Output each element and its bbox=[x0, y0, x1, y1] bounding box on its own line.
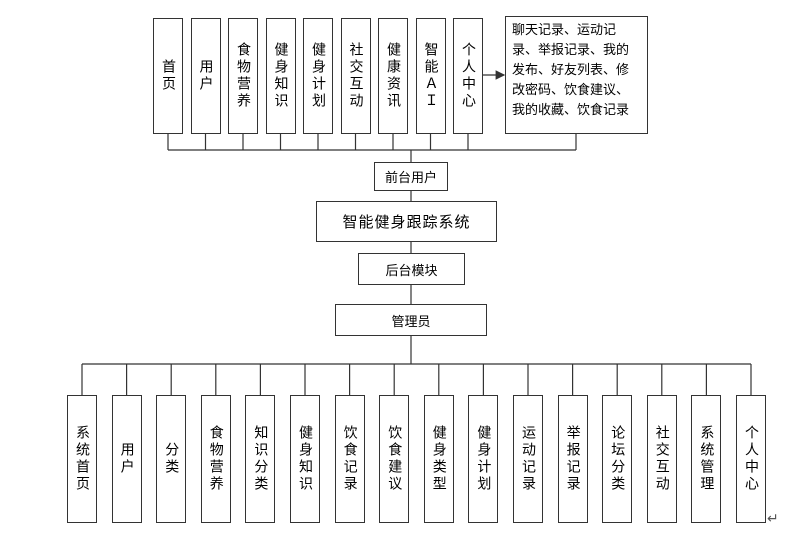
frontend-module-box: 健身计划 bbox=[303, 18, 333, 134]
admin-module-label: 举报记录 bbox=[564, 425, 581, 493]
admin-module-box: 饮食记录 bbox=[334, 395, 365, 523]
admin-module-box: 饮食建议 bbox=[379, 395, 410, 523]
admin-module-label: 健身知识 bbox=[297, 425, 313, 493]
admin-module-label: 饮食记录 bbox=[341, 425, 358, 493]
admin-module-box: 社交互动 bbox=[646, 395, 677, 523]
root-system-node: 智能健身跟踪系统 bbox=[316, 201, 497, 242]
admin-module-label: 社交互动 bbox=[653, 425, 670, 493]
admin-module-box: 健身类型 bbox=[423, 395, 454, 523]
frontend-module-box: 社交互动 bbox=[340, 18, 371, 134]
admin-module-box: 论坛分类 bbox=[602, 395, 633, 523]
backend-module-label: 后台模块 bbox=[385, 263, 438, 279]
admin-module-label: 系统首页 bbox=[74, 425, 90, 493]
paragraph-mark: ↵ bbox=[767, 511, 779, 527]
frontend-module-box: 健身知识 bbox=[265, 18, 296, 134]
admin-module-box: 系统管理 bbox=[691, 395, 722, 523]
frontend-module-box: 首页 bbox=[153, 18, 183, 134]
admin-module-box: 健身计划 bbox=[468, 395, 499, 523]
frontend-user-label: 前台用户 bbox=[384, 171, 437, 186]
frontend-module-label: 食物营养 bbox=[235, 42, 251, 110]
frontend-user-node: 前台用户 bbox=[374, 162, 448, 191]
frontend-module-label: 健身计划 bbox=[310, 42, 326, 110]
personal-center-detail-box: 聊天记录、运动记录、举报记录、我的发布、好友列表、修改密码、饮食建议、我的收藏、… bbox=[505, 16, 648, 134]
admin-module-label: 饮食建议 bbox=[386, 425, 403, 493]
admin-module-label: 健身类型 bbox=[430, 425, 447, 493]
admin-module-label: 运动记录 bbox=[520, 425, 536, 493]
frontend-module-label: 用户 bbox=[197, 59, 214, 93]
frontend-module-label: 个人中心 bbox=[460, 42, 476, 110]
admin-module-box: 系统首页 bbox=[67, 395, 97, 523]
admin-module-label: 知识分类 bbox=[252, 425, 269, 493]
admin-module-box: 健身知识 bbox=[290, 395, 320, 523]
admin-module-label: 食物营养 bbox=[207, 425, 224, 493]
admin-module-box: 食物营养 bbox=[200, 395, 231, 523]
admin-module-label: 分类 bbox=[163, 442, 180, 476]
frontend-module-label: 智能ＡＩ bbox=[422, 42, 439, 110]
frontend-module-label: 社交互动 bbox=[347, 42, 364, 110]
admin-module-box: 举报记录 bbox=[557, 395, 588, 523]
frontend-module-box: 食物营养 bbox=[228, 18, 258, 134]
admin-module-box: 运动记录 bbox=[513, 395, 543, 523]
root-system-label: 智能健身跟踪系统 bbox=[342, 213, 471, 231]
admin-module-box: 分类 bbox=[156, 395, 187, 523]
frontend-module-box: 用户 bbox=[190, 18, 221, 134]
backend-module-node: 后台模块 bbox=[358, 253, 465, 285]
frontend-module-label: 首页 bbox=[160, 59, 176, 93]
frontend-module-box: 健康资讯 bbox=[378, 18, 408, 134]
frontend-module-label: 健康资讯 bbox=[385, 42, 401, 110]
admin-module-box: 知识分类 bbox=[245, 395, 276, 523]
admin-module-label: 系统管理 bbox=[698, 425, 715, 493]
admin-module-box: 用户 bbox=[111, 395, 142, 523]
admin-module-label: 论坛分类 bbox=[609, 425, 626, 493]
personal-center-detail-text: 聊天记录、运动记录、举报记录、我的发布、好友列表、修改密码、饮食建议、我的收藏、… bbox=[512, 23, 630, 118]
frontend-module-label: 健身知识 bbox=[272, 42, 289, 110]
frontend-module-box: 智能ＡＩ bbox=[415, 18, 446, 134]
admin-module-label: 个人中心 bbox=[743, 425, 759, 493]
admin-module-label: 健身计划 bbox=[475, 425, 492, 493]
admin-label: 管理员 bbox=[391, 314, 431, 330]
admin-module-box: 个人中心 bbox=[736, 395, 766, 523]
admin-node: 管理员 bbox=[335, 304, 487, 336]
frontend-module-box: 个人中心 bbox=[453, 18, 483, 134]
admin-module-label: 用户 bbox=[118, 442, 135, 476]
